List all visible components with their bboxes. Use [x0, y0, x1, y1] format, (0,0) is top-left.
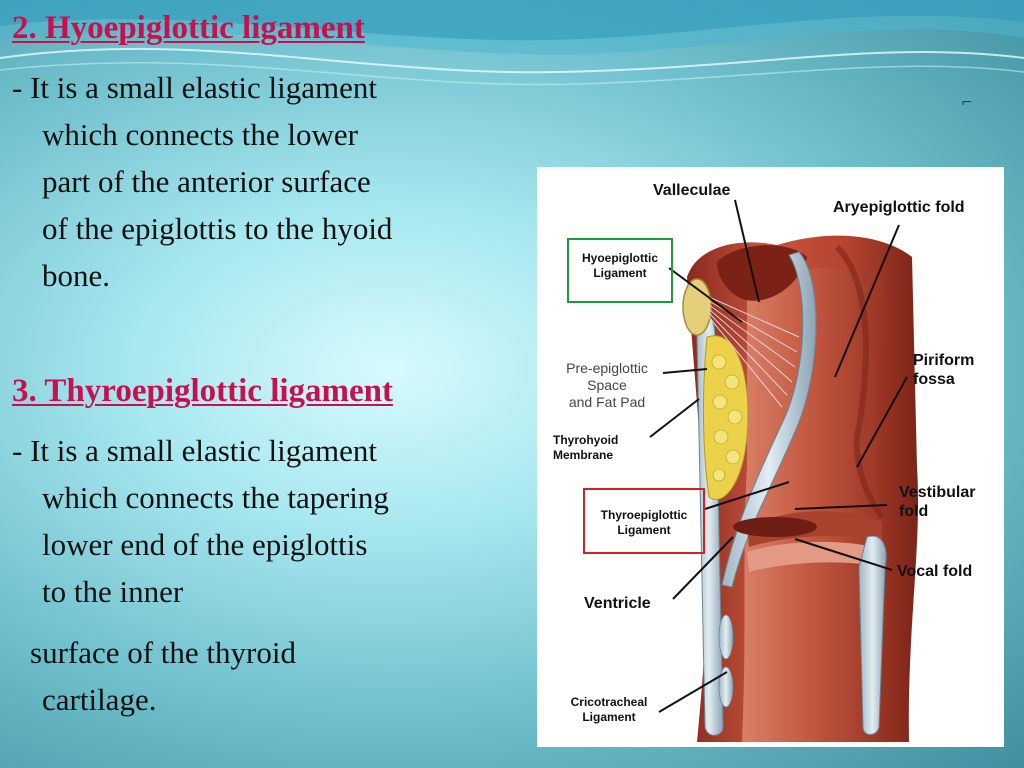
- thyroepiglottic-highlight-box: [583, 488, 705, 554]
- label-line: and Fat Pad: [568, 394, 646, 410]
- desc-line: which connects the lower: [42, 117, 358, 152]
- label-pre-epiglottic-space: Pre-epiglottic Space and Fat Pad: [555, 360, 659, 411]
- label-line: Ligament: [593, 266, 647, 280]
- label-line: Thyroepiglottic: [600, 508, 688, 522]
- desc-line: of the epiglottis to the hyoid: [42, 211, 393, 246]
- label-line: Ligament: [582, 710, 636, 724]
- label-thyrohyoid-membrane: Thyrohyoid Membrane: [553, 433, 643, 463]
- label-ventricle: Ventricle: [584, 595, 651, 612]
- label-thyroepiglottic-ligament: Thyroepiglottic Ligament: [587, 508, 701, 538]
- label-hyoepiglottic-ligament: Hyoepiglottic Ligament: [571, 251, 669, 281]
- decorative-wave-header: [0, 0, 1024, 86]
- label-line: Hyoepiglottic: [581, 251, 658, 265]
- desc-line: surface of the thyroid: [30, 635, 296, 670]
- larynx-anatomy-figure: Valleculae Aryepiglottic fold Hyoepiglot…: [537, 167, 1004, 747]
- heading-hyoepiglottic-ligament: 2. Hyoepiglottic ligament: [12, 10, 365, 46]
- label-line: Space: [587, 377, 627, 393]
- label-line: Membrane: [553, 448, 614, 462]
- label-line: Thyrohyoid: [553, 433, 619, 447]
- larynx-illustration: [649, 199, 919, 742]
- thyroepiglottic-description: - It is a small elastic ligament which c…: [12, 427, 532, 615]
- desc-line: cartilage.: [42, 682, 157, 717]
- label-line: Piriform: [913, 352, 975, 369]
- desc-line: which connects the tapering: [42, 480, 389, 515]
- label-valleculae: Valleculae: [653, 182, 731, 199]
- label-line: fold: [899, 503, 929, 520]
- desc-line: lower end of the epiglottis: [42, 527, 368, 562]
- label-line: fossa: [913, 371, 955, 388]
- hyoepiglottic-highlight-box: [567, 238, 673, 303]
- desc-line: part of the anterior surface: [42, 164, 371, 199]
- label-vestibular-fold: Vestibular fold: [899, 483, 975, 521]
- label-vocal-fold: Vocal fold: [897, 563, 973, 580]
- label-line: Cricotracheal: [570, 695, 648, 709]
- hyoepiglottic-description: - It is a small elastic ligament which c…: [12, 64, 532, 299]
- desc-line: bone.: [42, 258, 111, 293]
- label-line: Pre-epiglottic: [566, 360, 648, 376]
- label-cricotracheal-ligament: Cricotracheal Ligament: [559, 695, 659, 725]
- label-piriform-fossa: Piriform fossa: [913, 351, 974, 389]
- desc-line: to the inner: [42, 574, 184, 609]
- heading-thyroepiglottic-ligament: 3. Thyroepiglottic ligament: [12, 373, 394, 409]
- label-aryepiglottic-fold: Aryepiglottic fold: [833, 199, 965, 216]
- label-line: Vestibular: [899, 484, 976, 501]
- corner-mark: ⌐: [961, 95, 973, 111]
- label-line: Ligament: [617, 523, 671, 537]
- desc-line: - It is a small elastic ligament: [12, 70, 378, 105]
- desc-line: - It is a small elastic ligament: [12, 433, 378, 468]
- thyroepiglottic-description-cont: surface of the thyroid cartilage.: [30, 629, 510, 723]
